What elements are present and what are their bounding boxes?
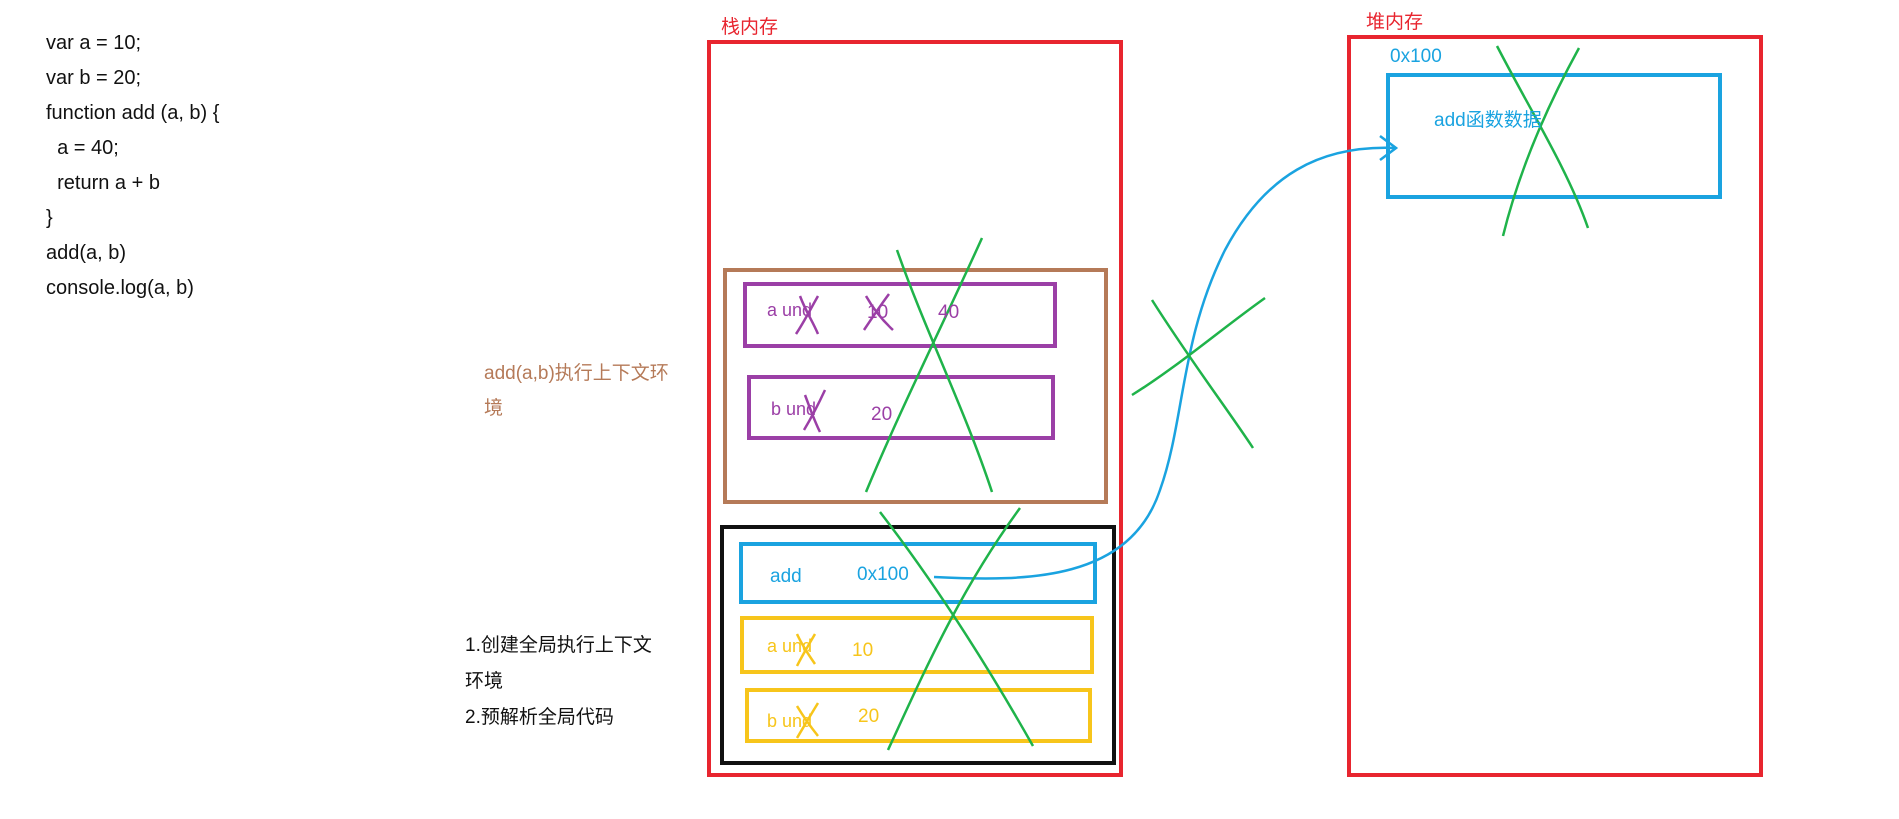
global-var-b-box: [745, 688, 1092, 743]
cross-mark: [864, 237, 984, 493]
add-var-b-value: 20: [871, 404, 893, 425]
heap-object-content: add函数数据: [1434, 110, 1542, 131]
add-var-a-name: a und: [767, 300, 813, 320]
global-var-add-box: [739, 542, 1097, 604]
add-context-var-a-box: [743, 282, 1057, 348]
step-1-line1: 1.创建全局执行上下文: [465, 635, 652, 656]
strike-mark: [795, 702, 820, 739]
global-var-a-box: [740, 616, 1094, 674]
code-line: return a + b: [46, 172, 160, 194]
code-listing: var a = 10; var b = 20; function add (a,…: [46, 26, 219, 306]
code-line: var b = 20;: [46, 67, 142, 89]
code-line: add(a, b): [46, 242, 127, 264]
strike-mark: [802, 389, 827, 433]
step-1-line2: 环境: [465, 671, 504, 692]
add-var-b-name: b und: [771, 399, 817, 419]
heap-memory-box: [1347, 35, 1763, 777]
code-line: }: [46, 207, 53, 229]
global-var-a-name: a und: [767, 636, 813, 656]
heap-memory-title: 堆内存: [1366, 12, 1424, 33]
cross-mark: [1150, 299, 1255, 449]
strike-mark: [795, 633, 817, 667]
global-add-value: 0x100: [857, 564, 909, 585]
code-line: console.log(a, b): [46, 277, 194, 299]
global-var-a-value: 10: [852, 640, 874, 661]
add-context-label-line1: add(a,b)执行上下文环: [484, 363, 669, 384]
add-context-label-line2: 境: [484, 398, 504, 419]
add-context-var-b-box: [747, 375, 1055, 440]
heap-address: 0x100: [1390, 46, 1442, 67]
cross-mark: [1501, 47, 1581, 237]
arrow-head: [1379, 135, 1399, 161]
cross-mark: [879, 511, 1035, 747]
strike-mark: [794, 295, 820, 335]
cross-mark: [895, 249, 994, 493]
global-add-name: add: [770, 566, 802, 587]
global-context-box: [720, 525, 1116, 765]
add-var-a-value2: 40: [938, 302, 960, 323]
cross-mark: [886, 507, 1022, 751]
add-var-a-value1: 10: [867, 302, 889, 323]
stack-memory-box: [707, 40, 1123, 777]
heap-object-box: [1386, 73, 1722, 199]
reference-arrow: [933, 146, 1396, 580]
code-line: var a = 10;: [46, 32, 142, 54]
stack-memory-title: 栈内存: [721, 17, 779, 38]
cross-mark: [1131, 296, 1266, 397]
cross-mark: [1495, 45, 1590, 229]
add-context-box: [723, 268, 1108, 504]
global-var-b-name: b und: [767, 711, 813, 731]
strike-mark: [862, 293, 894, 331]
code-line: a = 40;: [46, 137, 119, 159]
global-var-b-value: 20: [858, 706, 880, 727]
code-line: function add (a, b) {: [46, 102, 220, 124]
step-2: 2.预解析全局代码: [465, 707, 614, 728]
